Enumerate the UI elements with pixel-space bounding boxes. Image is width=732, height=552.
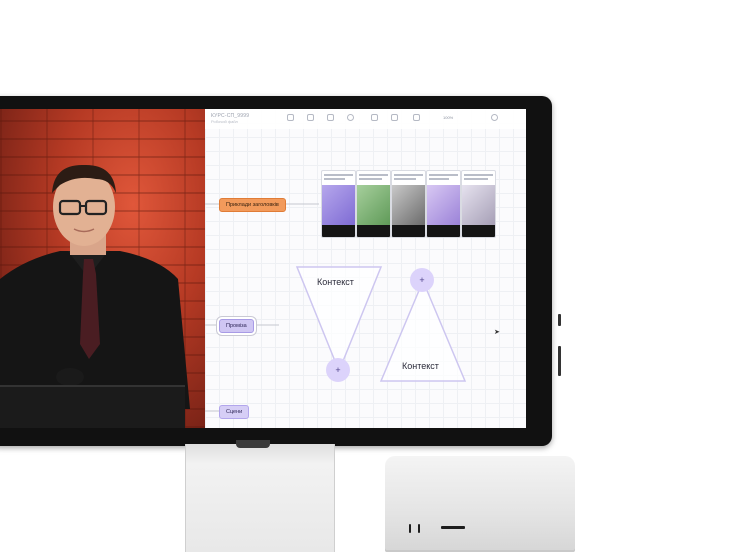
stand-hinge	[236, 440, 270, 448]
funnel-up-label: Контекст	[402, 361, 439, 371]
hand-tool-icon[interactable]	[413, 114, 420, 121]
thumbnail-card[interactable]	[426, 170, 461, 238]
cursor-icon: ➤	[494, 329, 500, 336]
sd-card-slot	[441, 526, 465, 529]
mac-studio	[385, 456, 575, 552]
node-promise[interactable]: Промiза	[219, 319, 254, 333]
monitor-stand	[185, 444, 335, 552]
monitor-side-button	[558, 314, 561, 326]
share-icon[interactable]	[491, 114, 498, 121]
add-node-button[interactable]: +	[410, 268, 434, 292]
pen-tool-icon[interactable]	[347, 114, 354, 121]
usb-c-port	[409, 524, 411, 533]
studio-display: КУРС-СП_9999 Робочий файл 100%	[0, 96, 552, 446]
frame-tool-icon[interactable]	[307, 114, 314, 121]
file-title: КУРС-СП_9999	[211, 113, 250, 119]
monitor-side-button	[558, 346, 561, 376]
thumbnail-card[interactable]	[461, 170, 496, 238]
funnel-down-shape	[295, 266, 383, 374]
thumbnail-card[interactable]	[356, 170, 391, 238]
presenter-video	[0, 109, 205, 428]
text-tool-icon[interactable]	[327, 114, 334, 121]
node-scenes[interactable]: Сцени	[219, 405, 250, 419]
thumbnail-card[interactable]	[391, 170, 426, 238]
funnel-down-label: Контекст	[317, 277, 354, 287]
zoom-level[interactable]: 100%	[443, 115, 454, 120]
file-subtitle: Робочий файл	[211, 119, 238, 124]
thumbnail-card[interactable]	[321, 170, 356, 238]
board-toolbar: КУРС-СП_9999 Робочий файл 100%	[205, 109, 526, 129]
whiteboard-canvas[interactable]: КУРС-СП_9999 Робочий файл 100%	[205, 109, 526, 428]
usb-c-port	[418, 524, 420, 533]
connectors	[205, 203, 467, 412]
desk	[0, 385, 185, 428]
comment-tool-icon[interactable]	[391, 114, 398, 121]
select-tool-icon[interactable]	[287, 114, 294, 121]
presenter-figure	[0, 164, 190, 409]
funnel-up-shape	[379, 279, 467, 382]
screen: КУРС-СП_9999 Робочий файл 100%	[0, 109, 526, 428]
shape-tool-icon[interactable]	[371, 114, 378, 121]
add-node-button[interactable]: +	[326, 358, 350, 382]
node-examples[interactable]: Приклади заголовків	[219, 198, 286, 212]
